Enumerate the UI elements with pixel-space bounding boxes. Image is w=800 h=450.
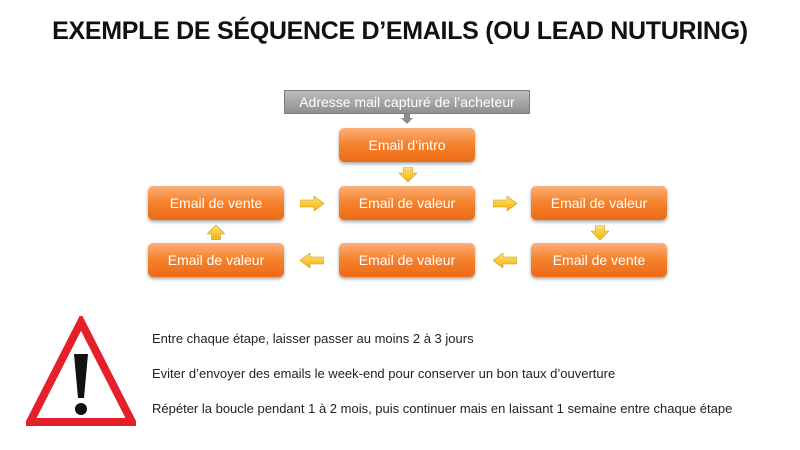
page-title: EXEMPLE DE SÉQUENCE D’EMAILS (OU LEAD NU… (52, 17, 748, 45)
node-email-valeur-row1-center: Email de valeur (339, 186, 475, 220)
advice-list: Entre chaque étape, laisser passer au mo… (152, 330, 792, 435)
arrow-up-icon (207, 225, 225, 240)
advice-item: Eviter d’envoyer des emails le week-end … (152, 366, 616, 381)
arrow-down-icon (591, 225, 609, 240)
node-email-vente-row1: Email de vente (148, 186, 284, 220)
arrow-left-icon (493, 253, 517, 268)
advice-item: Entre chaque étape, laisser passer au mo… (152, 331, 474, 346)
warning-triangle-icon (26, 316, 136, 426)
arrow-left-icon (300, 253, 324, 268)
gray-arrow-down-icon (401, 114, 413, 124)
node-email-valeur-row2-left: Email de valeur (148, 243, 284, 277)
node-email-valeur-row1-right: Email de valeur (531, 186, 667, 220)
arrow-right-icon (493, 196, 517, 211)
arrow-right-icon (300, 196, 324, 211)
node-email-intro: Email d’intro (339, 128, 475, 162)
advice-item: Répéter la boucle pendant 1 à 2 mois, pu… (152, 401, 733, 416)
source-email-captured: Adresse mail capturé de l’acheteur (284, 90, 530, 114)
node-email-vente-row2-right: Email de vente (531, 243, 667, 277)
arrow-down-icon (399, 167, 417, 182)
node-email-valeur-row2-center: Email de valeur (339, 243, 475, 277)
